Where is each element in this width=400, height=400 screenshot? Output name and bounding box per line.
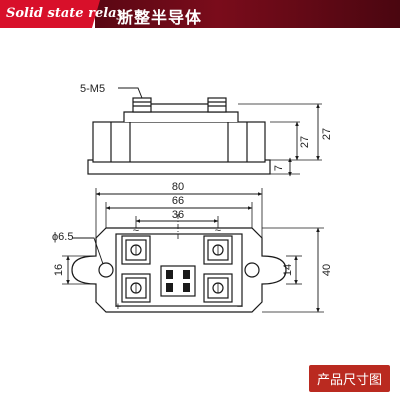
raised-top [149,103,213,112]
side-view [87,87,322,177]
module-body [92,121,266,163]
terminal-spacing-label: 36 [172,209,184,221]
overall-height-label: 40 [321,264,333,276]
body-height-label: 27 [299,136,311,148]
left-mounting-hole [98,262,114,278]
base-thickness-label: 7 [273,165,285,171]
terminal-top-left-inner [125,239,147,261]
terminal-top-right-inner [207,239,229,261]
hole-offset-label: 16 [53,264,65,276]
dimension-labels: 5-M5 27 27 7 80 66 36 ϕ6.5 16 14 40 ~ ~ … [52,83,333,313]
thread-label: 5-M5 [80,83,105,95]
terminal-bottom-right [203,273,233,303]
terminal-offset-label: 14 [282,264,294,276]
hole-leader-line [72,237,104,265]
hole-diameter-label: ϕ6.5 [52,231,73,243]
banner-company-name: 浙整半导体 [117,8,203,27]
banner-dark-strip [95,0,400,28]
total-height-label: 27 [321,128,333,140]
top-view [62,188,324,313]
banner-english-label: Solid state relay [6,6,125,21]
right-mounting-hole [244,262,260,278]
overall-width-label: 80 [172,181,184,193]
banner-red-tab-fill [0,0,18,28]
right-terminal-screw [207,97,227,113]
control-pin [183,283,190,292]
raised-center [123,111,239,122]
control-pin [166,270,173,279]
terminal-top-left [121,235,151,265]
header-banner: Solid state relay 浙整半导体 [0,0,400,28]
product-dimension-caption: 产品尺寸图 [308,365,390,392]
terminal-bottom-left [121,273,151,303]
thread-leader-line [118,87,143,99]
terminal-bottom-right-inner [207,277,229,299]
control-pin-block [160,265,196,297]
hole-spacing-label: 66 [172,195,184,207]
control-pin [183,270,190,279]
terminal-symbol: ~ [215,225,221,237]
terminal-top-right [203,235,233,265]
terminal-symbol: ~ [133,225,139,237]
terminal-symbol: + [115,301,121,313]
left-terminal-screw [132,97,152,113]
terminal-symbol: − [237,301,243,313]
inner-body [115,233,243,307]
control-pin [166,283,173,292]
terminal-bottom-left-inner [125,277,147,299]
module-outline [71,227,287,313]
